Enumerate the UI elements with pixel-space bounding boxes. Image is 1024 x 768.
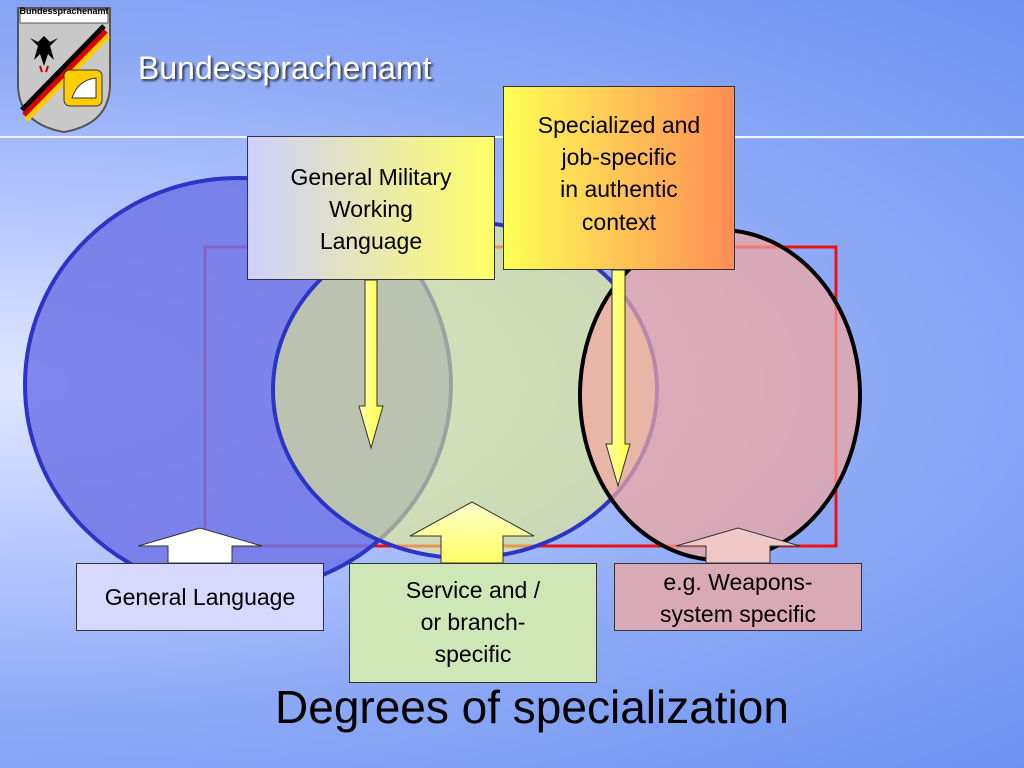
book-icon xyxy=(63,69,103,107)
down-arrow-specialized xyxy=(605,269,631,488)
bundessprachenamt-crest-logo xyxy=(17,7,111,134)
general-military-working-language-box: General Military Working Language xyxy=(247,136,495,280)
weapons-system-specific-box: e.g. Weapons- system specific xyxy=(614,563,862,631)
slide-title: Degrees of specialization xyxy=(275,681,789,733)
service-branch-specific-box: Service and / or branch- specific xyxy=(349,563,597,683)
up-arrow-service-branch xyxy=(409,501,535,564)
logo-caption: Bundessprachenamt xyxy=(19,6,109,16)
general-language-box: General Language xyxy=(76,563,324,631)
eagle-icon xyxy=(30,36,58,73)
header-title: Bundessprachenamt xyxy=(138,50,432,86)
specialized-job-specific-box: Specialized and job-specific in authenti… xyxy=(503,86,735,270)
up-arrow-weapons-system xyxy=(675,527,801,564)
up-arrow-general-language xyxy=(137,527,263,564)
down-arrow-general-military xyxy=(358,279,384,450)
